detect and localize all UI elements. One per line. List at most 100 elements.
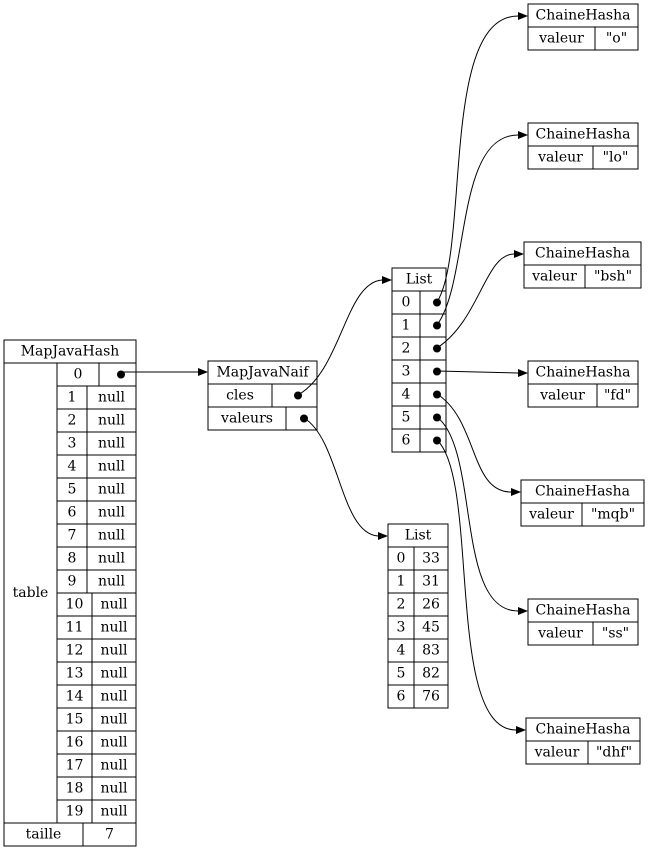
pointer-line xyxy=(436,370,519,374)
map-java-naif-node: MapJavaNaif cles valeurs xyxy=(207,360,318,431)
chain-field: valeur xyxy=(537,626,583,642)
table-value: null xyxy=(101,804,129,820)
pointer-line xyxy=(436,416,519,612)
size-value: 7 xyxy=(105,827,114,843)
table-value: null xyxy=(98,436,126,452)
table-index: 10 xyxy=(66,597,84,613)
edge-key4-to-chain xyxy=(436,393,521,496)
chain-value: "fd" xyxy=(604,388,631,404)
values-list-index: 3 xyxy=(397,620,406,636)
keys-list-index: 1 xyxy=(402,318,411,334)
keys-list-pointer-cell xyxy=(419,428,447,453)
table-value: null xyxy=(101,597,129,613)
chain-value: "mqb" xyxy=(591,507,635,523)
table-index: 5 xyxy=(68,482,77,498)
table-index: 19 xyxy=(66,804,84,820)
pointer-line xyxy=(297,279,383,396)
table-value: null xyxy=(98,574,126,590)
table-index: 12 xyxy=(66,643,84,659)
chain-title: ChaineHasha xyxy=(535,246,630,262)
arrow-head xyxy=(518,607,528,615)
chain-value-cell xyxy=(584,264,642,289)
pointer-line xyxy=(303,417,379,537)
chain-field: valeur xyxy=(537,150,583,166)
edge-valeurs-to-values-list xyxy=(303,417,388,540)
table-value: null xyxy=(98,390,126,406)
values-list-index: 4 xyxy=(397,643,406,659)
values-list-index: 6 xyxy=(397,689,406,705)
table-value: null xyxy=(101,666,129,682)
chain-title: ChaineHasha xyxy=(536,8,631,24)
size-label: taille xyxy=(26,827,62,843)
table-index: 16 xyxy=(66,735,84,751)
values-list-index: 5 xyxy=(397,666,406,682)
arrow-head xyxy=(198,368,208,376)
arrow-head xyxy=(516,726,526,734)
table-index: 18 xyxy=(66,781,84,797)
table-index: 8 xyxy=(68,551,77,567)
table-index: 6 xyxy=(68,505,77,521)
table-value: null xyxy=(101,781,129,797)
arrow-head xyxy=(518,12,528,20)
keys-list-pointer-dot xyxy=(433,321,441,330)
keys-list-title: List xyxy=(406,272,433,288)
chain-field: valeur xyxy=(531,269,577,285)
table-value: null xyxy=(101,712,129,728)
chain-value-cell xyxy=(596,383,639,408)
arrow-head xyxy=(518,369,528,377)
arrow-head xyxy=(518,131,528,139)
values-list-index: 0 xyxy=(397,551,406,567)
edge-key0-to-chain xyxy=(436,12,528,303)
table-value: null xyxy=(101,735,129,751)
table-value: null xyxy=(98,551,126,567)
table-label: table xyxy=(13,585,49,601)
edge-key1-to-chain xyxy=(436,131,528,326)
pointer-line xyxy=(436,439,517,731)
naif-values-label: valeurs xyxy=(220,411,273,427)
values-list-value-cell xyxy=(413,684,449,709)
chain-title: ChaineHasha xyxy=(536,603,631,619)
chain-value-cell xyxy=(581,502,645,527)
table-index: 0 xyxy=(74,367,83,383)
arrow-head xyxy=(378,532,388,540)
edge-table0-to-naif xyxy=(121,368,208,376)
naif-values-pointer-cell xyxy=(285,406,318,431)
values-list-value: 76 xyxy=(422,689,440,705)
table-value: null xyxy=(98,459,126,475)
table-value: null xyxy=(98,482,126,498)
edge-key3-to-chain xyxy=(436,369,528,377)
values-list-value: 82 xyxy=(422,666,440,682)
keys-list-index: 0 xyxy=(402,295,411,311)
table-index: 17 xyxy=(66,758,84,774)
chain-title: ChaineHasha xyxy=(536,365,631,381)
chain-title: ChaineHasha xyxy=(536,722,631,738)
table-index: 13 xyxy=(66,666,84,682)
keys-list-index: 6 xyxy=(402,433,411,449)
pointer-line xyxy=(436,15,519,303)
chain-field: valeur xyxy=(528,507,574,523)
chain-field: valeur xyxy=(539,388,585,404)
chain-value: "bsh" xyxy=(594,269,632,285)
naif-keys-label: cles xyxy=(226,388,254,404)
map-title: MapJavaHash xyxy=(21,344,120,360)
chaine-hasha-node: ChaineHasha valeur "bsh" xyxy=(523,241,642,289)
pointer-line xyxy=(436,134,519,326)
chain-value: "dhf" xyxy=(596,745,632,761)
table-value: null xyxy=(98,528,126,544)
keys-list-index: 3 xyxy=(402,364,411,380)
edge-key6-to-chain xyxy=(436,439,526,734)
arrow-head xyxy=(511,488,521,496)
pointer-line xyxy=(436,253,515,349)
naif-title: MapJavaNaif xyxy=(216,365,310,381)
table-index: 11 xyxy=(66,620,84,636)
table-index: 2 xyxy=(68,413,77,429)
table-index: 15 xyxy=(66,712,84,728)
values-list-title: List xyxy=(405,528,432,544)
table-index: 7 xyxy=(68,528,77,544)
